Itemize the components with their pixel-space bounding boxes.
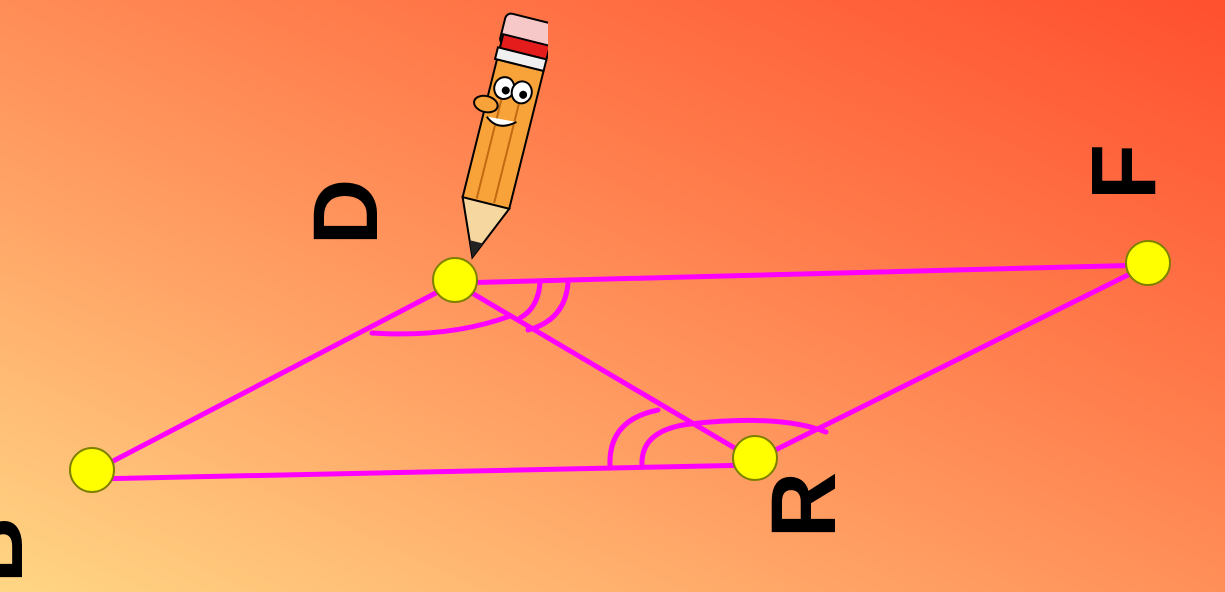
angle-arc-R-outer <box>607 407 661 469</box>
segment-DR <box>452 280 758 463</box>
pencil-character-icon <box>461 12 548 260</box>
segment-RF <box>752 262 1151 463</box>
point-D <box>432 257 478 303</box>
point-B <box>69 447 115 493</box>
angle-arc-D-RDF-outer <box>525 280 571 333</box>
point-F <box>1125 240 1171 286</box>
segment-DF <box>452 262 1151 286</box>
point-R <box>732 435 778 481</box>
vertex-label-F: F <box>1073 144 1175 200</box>
angle-arc-R-inner <box>639 421 693 469</box>
angle-arc-D-BDR <box>369 313 513 337</box>
angle-arc-D-RDF-inner <box>517 280 543 321</box>
angle-arc-R-DRF <box>687 417 829 435</box>
segment-DB <box>89 280 458 475</box>
vertex-label-R: R <box>753 472 855 538</box>
vertex-label-B: B <box>0 517 42 583</box>
vertex-label-D: D <box>295 179 397 245</box>
segment-BR <box>89 462 758 482</box>
